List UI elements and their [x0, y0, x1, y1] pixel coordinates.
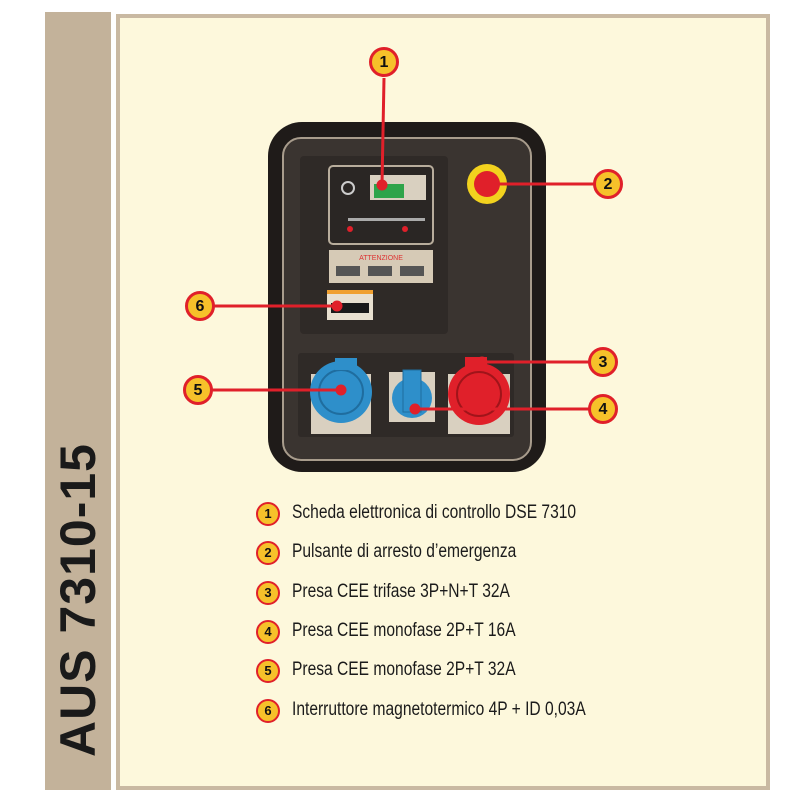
start-key-icon	[402, 226, 408, 232]
legend-text: Presa CEE trifase 3P+N+T 32A	[292, 581, 510, 602]
callout-6: 6	[185, 291, 215, 321]
legend-text: Scheda elettronica di controllo DSE 7310	[292, 502, 577, 523]
legend-number: 3	[256, 581, 280, 605]
callout-3: 3	[588, 347, 618, 377]
legend-number: 5	[256, 659, 280, 683]
legend-number: 2	[256, 541, 280, 565]
callout-lines	[212, 77, 594, 415]
callout-4: 4	[588, 394, 618, 424]
legend-text: Presa CEE monofase 2P+T 16A	[292, 620, 516, 641]
side-band	[45, 12, 111, 790]
legend-number: 1	[256, 502, 280, 526]
legend-number: 4	[256, 620, 280, 644]
callout-1: 1	[369, 47, 399, 77]
warning-label: ATTENZIONE	[359, 255, 403, 262]
callout-5: 5	[183, 375, 213, 405]
stop-key-icon	[347, 226, 353, 232]
breaker-top	[327, 290, 373, 294]
legend-number: 6	[256, 699, 280, 723]
nav-keys-icon	[341, 181, 355, 195]
legend-text: Presa CEE monofase 2P+T 32A	[292, 659, 516, 680]
callout-2: 2	[593, 169, 623, 199]
legend-text: Interruttore magnetotermico 4P + ID 0,03…	[292, 699, 586, 720]
legend-text: Pulsante di arresto d’emergenza	[292, 541, 517, 562]
